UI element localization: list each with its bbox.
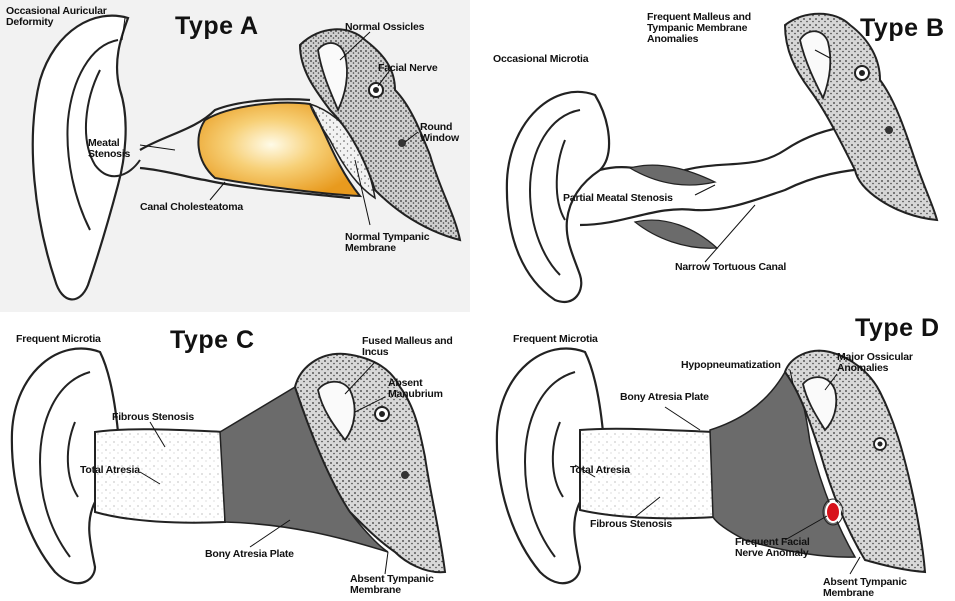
label-facial-nerve: Facial Nerve (378, 63, 463, 74)
label-total-atresia: Total Atresia (570, 465, 650, 476)
label-frequent-microtia: Frequent Microtia (16, 334, 146, 345)
panel-type-a: Type A Occasional Auricular Deformity No… (0, 0, 470, 312)
label-canal-cholesteatoma: Canal Cholesteatoma (140, 202, 280, 213)
type-c-title: Type C (170, 326, 255, 355)
panel-type-b: Type B Frequent Malleus and Tympanic Mem… (485, 0, 955, 312)
label-fibrous-stenosis: Fibrous Stenosis (112, 412, 222, 423)
label-round-window: Round Window (420, 122, 465, 144)
label-bony-atresia-plate: Bony Atresia Plate (620, 392, 740, 403)
label-major-ossicular-anomalies: Major Ossicular Anomalies (837, 352, 929, 374)
type-a-title: Type A (175, 12, 259, 41)
type-a-drawing (0, 0, 470, 312)
label-fused-malleus-incus: Fused Malleus and Incus (362, 336, 462, 358)
label-auricular-deformity: Occasional Auricular Deformity (6, 6, 136, 28)
facial-nerve-anomaly-icon (826, 502, 840, 522)
label-frequent-microtia: Frequent Microtia (513, 334, 643, 345)
type-b-title: Type B (860, 14, 945, 43)
label-absent-tympanic-membrane: Absent Tympanic Membrane (350, 574, 455, 596)
round-window-icon (885, 126, 893, 134)
label-fibrous-stenosis: Fibrous Stenosis (590, 519, 700, 530)
label-normal-tympanic-membrane: Normal Tympanic Membrane (345, 232, 435, 254)
round-window-icon (401, 471, 409, 479)
label-occasional-microtia: Occasional Microtia (493, 54, 633, 65)
type-d-title: Type D (855, 314, 940, 343)
label-bony-atresia-plate: Bony Atresia Plate (205, 549, 315, 560)
label-normal-ossicles: Normal Ossicles (345, 22, 440, 33)
label-malleus-tm-anomalies: Frequent Malleus and Tympanic Membrane A… (647, 12, 792, 45)
label-absent-tympanic-membrane: Absent Tympanic Membrane (823, 577, 928, 599)
label-absent-manubrium: Absent Manubrium (388, 378, 463, 400)
panel-type-d: Type D Frequent Microtia Hypopneumatizat… (485, 312, 955, 601)
panel-type-c: Type C Frequent Microtia Fused Malleus a… (0, 312, 470, 601)
label-total-atresia: Total Atresia (80, 465, 160, 476)
label-frequent-facial-nerve-anomaly: Frequent Facial Nerve Anomaly (735, 537, 835, 559)
round-window-icon (398, 139, 406, 147)
label-narrow-tortuous-canal: Narrow Tortuous Canal (675, 262, 825, 273)
label-partial-meatal-stenosis: Partial Meatal Stenosis (563, 193, 713, 204)
label-meatal-stenosis: Meatal Stenosis (88, 138, 143, 160)
label-hypopneumatization: Hypopneumatization (681, 360, 821, 371)
